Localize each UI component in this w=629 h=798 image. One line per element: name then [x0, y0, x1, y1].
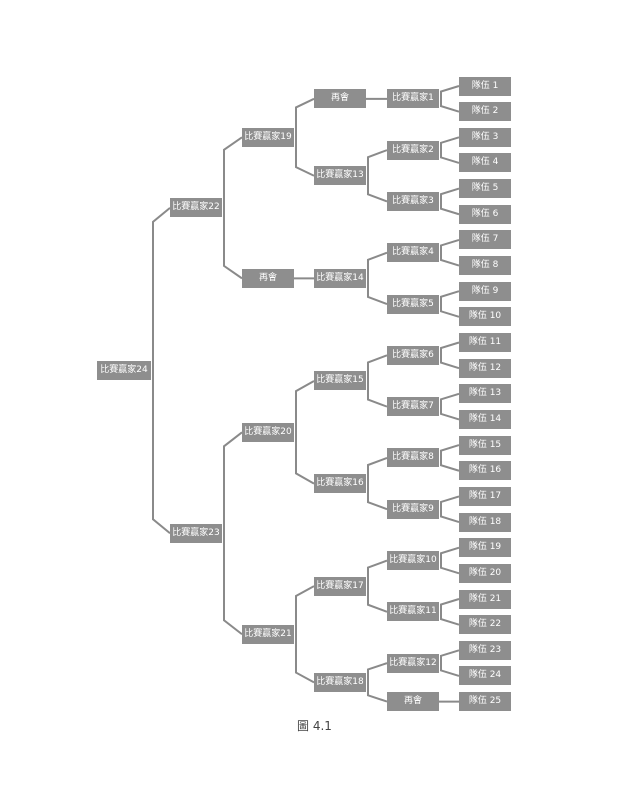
bracket-node-match-winner-w23: 比賽贏家23: [170, 523, 222, 543]
bracket-node-team-t23: 隊伍 23: [459, 640, 511, 660]
connector-w14: [367, 251, 388, 305]
bracket-node-bye-bye2: 再會: [242, 268, 294, 288]
connector-w21: [295, 585, 315, 684]
connector-w6: [440, 341, 460, 370]
bracket-node-team-t8: 隊伍 8: [459, 256, 511, 276]
bracket-node-match-winner-w17: 比賽贏家17: [314, 576, 366, 596]
bracket-node-match-winner-w22: 比賽贏家22: [170, 198, 222, 218]
bracket-node-team-t18: 隊伍 18: [459, 512, 511, 532]
connector-w2: [440, 136, 460, 164]
bracket-node-team-t11: 隊伍 11: [459, 333, 511, 352]
connector-w12: [440, 649, 460, 677]
bracket-node-team-t2: 隊伍 2: [459, 102, 511, 122]
figure-caption: 圖 4.1: [297, 719, 332, 733]
connector-w5: [440, 290, 460, 318]
bracket-node-match-winner-w6: 比賽贏家6: [387, 345, 439, 365]
bracket-node-team-t6: 隊伍 6: [459, 204, 511, 224]
connector-w20: [295, 380, 315, 485]
connector-w18: [367, 662, 388, 703]
bracket-node-match-winner-w4: 比賽贏家4: [387, 243, 439, 263]
bracket-node-team-t3: 隊伍 3: [459, 127, 511, 147]
connector-w7: [440, 392, 460, 421]
bracket-node-match-winner-w19: 比賽贏家19: [242, 127, 294, 147]
connector-w17: [367, 559, 388, 613]
connector-w13: [367, 149, 388, 203]
bracket-node-team-t20: 隊伍 20: [459, 563, 511, 583]
bracket-node-team-t25: 隊伍 25: [459, 692, 511, 712]
bracket-node-match-winner-w15: 比賽贏家15: [314, 371, 366, 391]
bracket-node-match-winner-w21: 比賽贏家21: [242, 624, 294, 644]
bracket-node-bye-bye3: 再會: [387, 692, 439, 712]
bracket-node-team-t24: 隊伍 24: [459, 666, 511, 686]
bracket-node-team-t5: 隊伍 5: [459, 179, 511, 199]
bracket-node-team-t19: 隊伍 19: [459, 538, 511, 558]
bracket-node-match-winner-w7: 比賽贏家7: [387, 397, 439, 417]
connector-w22: [223, 136, 243, 280]
bracket-node-team-t16: 隊伍 16: [459, 461, 511, 481]
bracket-node-match-winner-w9: 比賽贏家9: [387, 499, 439, 519]
connector-w4: [440, 238, 460, 267]
bracket-node-match-winner-w14: 比賽贏家14: [314, 268, 366, 288]
bracket-node-match-winner-w5: 比賽贏家5: [387, 294, 439, 314]
connector-w23: [223, 431, 243, 636]
connector-w1: [440, 85, 460, 113]
connector-w9: [440, 495, 460, 524]
connector-w8: [440, 444, 460, 472]
connector-w10: [440, 546, 460, 575]
connector-w24: [152, 207, 171, 535]
bracket-node-team-t15: 隊伍 15: [459, 435, 511, 455]
bracket-node-team-t10: 隊伍 10: [459, 307, 511, 327]
connector-w15: [367, 354, 388, 408]
bracket-node-bye-bye1: 再會: [314, 89, 366, 109]
bracket-node-match-winner-w10: 比賽贏家10: [387, 551, 439, 571]
connector-w19: [295, 97, 315, 177]
bracket-node-team-t9: 隊伍 9: [459, 281, 511, 301]
bracket-node-match-winner-w3: 比賽贏家3: [387, 191, 439, 211]
bracket-node-match-winner-w18: 比賽贏家18: [314, 672, 366, 692]
bracket-node-team-t21: 隊伍 21: [459, 589, 511, 609]
bracket-node-team-t4: 隊伍 4: [459, 153, 511, 173]
bracket-node-team-t12: 隊伍 12: [459, 358, 511, 378]
bracket-node-match-winner-w11: 比賽贏家11: [387, 602, 439, 622]
bracket-node-team-t14: 隊伍 14: [459, 409, 511, 429]
bracket-node-match-winner-w8: 比賽贏家8: [387, 448, 439, 468]
bracket-node-team-t13: 隊伍 13: [459, 384, 511, 404]
bracket-node-match-winner-w1: 比賽贏家1: [387, 89, 439, 109]
bracket-node-team-t7: 隊伍 7: [459, 230, 511, 250]
bracket-node-team-t17: 隊伍 17: [459, 486, 511, 506]
connector-w3: [440, 187, 460, 216]
connector-w16: [367, 456, 388, 511]
bracket-node-match-winner-w2: 比賽贏家2: [387, 140, 439, 160]
bracket-node-team-t22: 隊伍 22: [459, 615, 511, 635]
bracket-node-match-winner-w20: 比賽贏家20: [242, 422, 294, 442]
bracket-node-match-winner-w12: 比賽贏家12: [387, 653, 439, 673]
connector-w11: [440, 598, 460, 626]
bracket-node-match-winner-w24: 比賽贏家24: [97, 361, 151, 381]
bracket-node-match-winner-w13: 比賽贏家13: [314, 166, 366, 186]
bracket-node-team-t1: 隊伍 1: [459, 76, 511, 96]
bracket-node-match-winner-w16: 比賽贏家16: [314, 474, 366, 494]
